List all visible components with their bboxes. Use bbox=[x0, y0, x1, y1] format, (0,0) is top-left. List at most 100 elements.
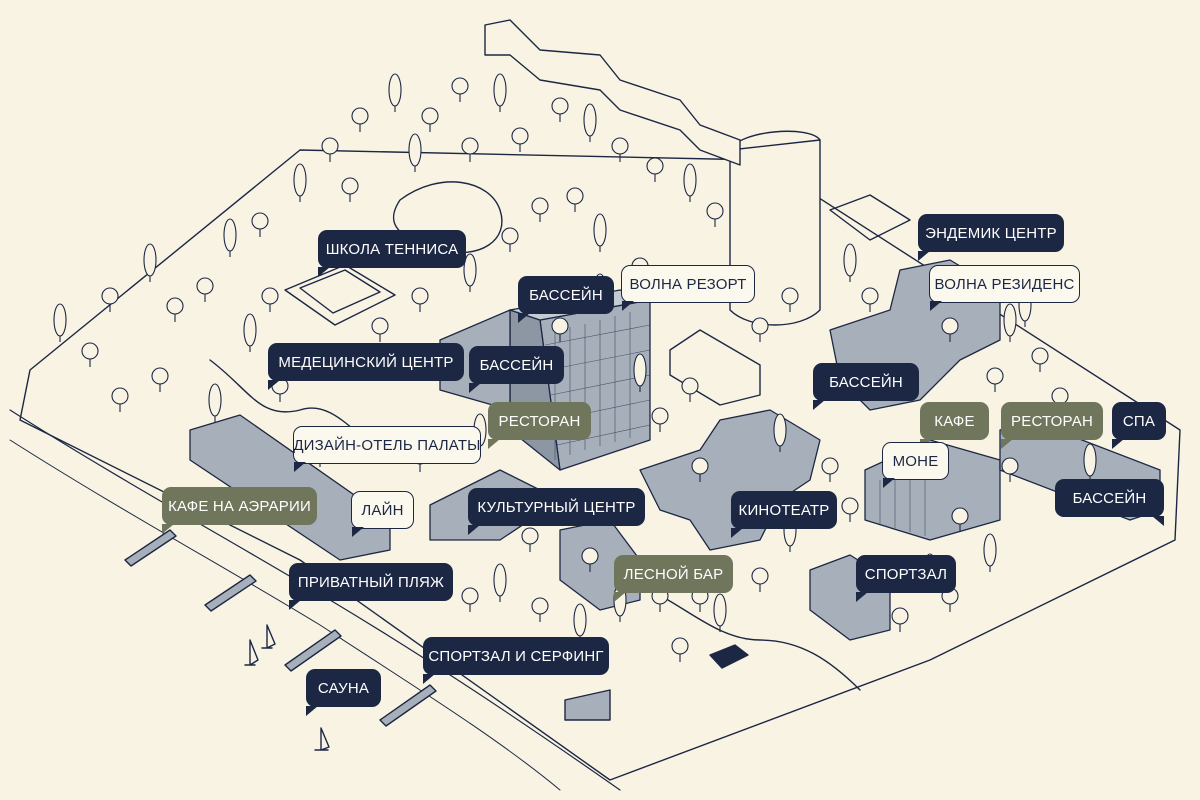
label-text: КАФЕ НА АЭРАРИИ bbox=[168, 497, 311, 515]
tree bbox=[683, 163, 697, 202]
tree bbox=[521, 527, 539, 552]
tree bbox=[861, 287, 879, 312]
label-volna-resort[interactable]: ВОЛНА РЕЗОРТ bbox=[621, 265, 755, 311]
label-lain[interactable]: ЛАЙН bbox=[351, 491, 414, 537]
tree bbox=[261, 287, 279, 312]
tree bbox=[451, 77, 469, 102]
tree bbox=[111, 387, 129, 412]
tree bbox=[101, 287, 119, 312]
tree bbox=[223, 218, 237, 257]
tree bbox=[983, 533, 997, 572]
label-text: ЛЕСНОЙ БАР bbox=[623, 565, 724, 583]
label-pool-2[interactable]: БАССЕЙН bbox=[469, 346, 564, 393]
label-pool-1[interactable]: БАССЕЙН bbox=[518, 276, 614, 323]
label-text: ЛАЙН bbox=[361, 501, 404, 519]
tree bbox=[251, 212, 269, 237]
label-text: СПОРТЗАЛ И СЕРФИНГ bbox=[428, 647, 604, 665]
label-endemic-center[interactable]: ЭНДЕМИК ЦЕНТР bbox=[918, 214, 1064, 261]
label-text: БАССЕЙН bbox=[529, 286, 603, 304]
tree bbox=[493, 563, 507, 602]
tree bbox=[1083, 443, 1097, 482]
tree bbox=[1001, 457, 1019, 482]
tree bbox=[1003, 303, 1017, 342]
label-cultural-center[interactable]: КУЛЬТУРНЫЙ ЦЕНТР bbox=[468, 488, 645, 535]
label-restaurant-1[interactable]: РЕСТОРАН bbox=[488, 402, 591, 449]
sailboat-1 bbox=[244, 639, 259, 666]
label-volna-residence[interactable]: ВОЛНА РЕЗИДЕНС bbox=[929, 265, 1080, 311]
tree bbox=[751, 567, 769, 592]
label-text: БАССЕЙН bbox=[479, 356, 554, 374]
label-text: ШКОЛА ТЕННИСА bbox=[325, 240, 459, 258]
tree bbox=[293, 163, 307, 202]
label-mone[interactable]: МОНЕ bbox=[882, 442, 949, 488]
tree bbox=[941, 317, 959, 342]
tree bbox=[388, 73, 402, 112]
label-cafe-aerarium[interactable]: КАФЕ НА АЭРАРИИ bbox=[162, 487, 317, 534]
label-text: КАФЕ bbox=[934, 412, 975, 430]
label-forest-bar[interactable]: ЛЕСНОЙ БАР bbox=[614, 555, 733, 602]
pier-1 bbox=[124, 529, 177, 567]
label-text: РЕСТОРАН bbox=[498, 412, 581, 430]
label-gym-surfing[interactable]: СПОРТЗАЛ И СЕРФИНГ bbox=[423, 637, 609, 684]
label-cafe[interactable]: КАФЕ bbox=[920, 402, 989, 449]
tree bbox=[493, 73, 507, 112]
label-text: КУЛЬТУРНЫЙ ЦЕНТР bbox=[477, 498, 636, 516]
label-spa[interactable]: СПА bbox=[1112, 402, 1166, 449]
tree bbox=[581, 547, 599, 572]
tree bbox=[841, 497, 859, 522]
tree bbox=[551, 317, 569, 342]
tree bbox=[461, 137, 479, 162]
tree bbox=[551, 97, 569, 122]
label-text: МЕДЕЦИНСКИЙ ЦЕНТР bbox=[278, 353, 454, 371]
tree bbox=[511, 127, 529, 152]
label-text: СПОРТЗАЛ bbox=[864, 565, 948, 583]
label-text: РЕСТОРАН bbox=[1011, 412, 1093, 430]
tree bbox=[501, 227, 519, 252]
label-school-tennis[interactable]: ШКОЛА ТЕННИСА bbox=[318, 230, 466, 277]
label-text: ЭНДЕМИК ЦЕНТР bbox=[925, 224, 1057, 242]
label-text: ДИЗАЙН-ОТЕЛЬ ПАЛАТЫ bbox=[293, 436, 481, 454]
label-sauna[interactable]: САУНА bbox=[306, 669, 381, 716]
tree bbox=[843, 243, 857, 282]
tree bbox=[531, 197, 549, 222]
label-medical-center[interactable]: МЕДЕЦИНСКИЙ ЦЕНТР bbox=[268, 343, 464, 390]
tree bbox=[351, 107, 369, 132]
tree bbox=[196, 277, 214, 302]
tree bbox=[1031, 347, 1049, 372]
label-gym[interactable]: СПОРТЗАЛ bbox=[856, 555, 956, 602]
tree bbox=[681, 377, 699, 402]
label-restaurant-2[interactable]: РЕСТОРАН bbox=[1001, 402, 1103, 449]
tree bbox=[421, 107, 439, 132]
tree bbox=[531, 597, 549, 622]
label-design-hotel[interactable]: ДИЗАЙН-ОТЕЛЬ ПАЛАТЫ bbox=[293, 426, 481, 472]
label-pool-4[interactable]: БАССЕЙН bbox=[1055, 479, 1164, 526]
label-text: БАССЕЙН bbox=[829, 373, 903, 391]
tree bbox=[706, 202, 724, 227]
pier-2 bbox=[204, 574, 257, 612]
tree bbox=[166, 297, 184, 322]
tree bbox=[891, 607, 909, 632]
label-text: САУНА bbox=[317, 679, 370, 697]
label-cinema[interactable]: КИНОТЕАТР bbox=[731, 491, 837, 538]
tree bbox=[651, 407, 669, 432]
label-text: ПРИВАТНЫЙ ПЛЯЖ bbox=[297, 573, 445, 591]
tree bbox=[951, 507, 969, 532]
label-private-beach[interactable]: ПРИВАТНЫЙ ПЛЯЖ bbox=[289, 563, 453, 610]
tree bbox=[408, 133, 422, 172]
tree bbox=[646, 157, 664, 182]
label-pool-3[interactable]: БАССЕЙН bbox=[813, 363, 919, 410]
tree bbox=[243, 313, 257, 352]
tennis-courts bbox=[284, 264, 396, 326]
tree bbox=[411, 287, 429, 312]
tree bbox=[781, 287, 799, 312]
cinema-building bbox=[639, 409, 821, 551]
territory-outline bbox=[19, 149, 1181, 781]
tree bbox=[371, 317, 389, 342]
tree bbox=[53, 303, 67, 342]
tree bbox=[691, 457, 709, 482]
tree bbox=[81, 342, 99, 367]
tree bbox=[143, 243, 157, 282]
tree bbox=[583, 103, 597, 142]
